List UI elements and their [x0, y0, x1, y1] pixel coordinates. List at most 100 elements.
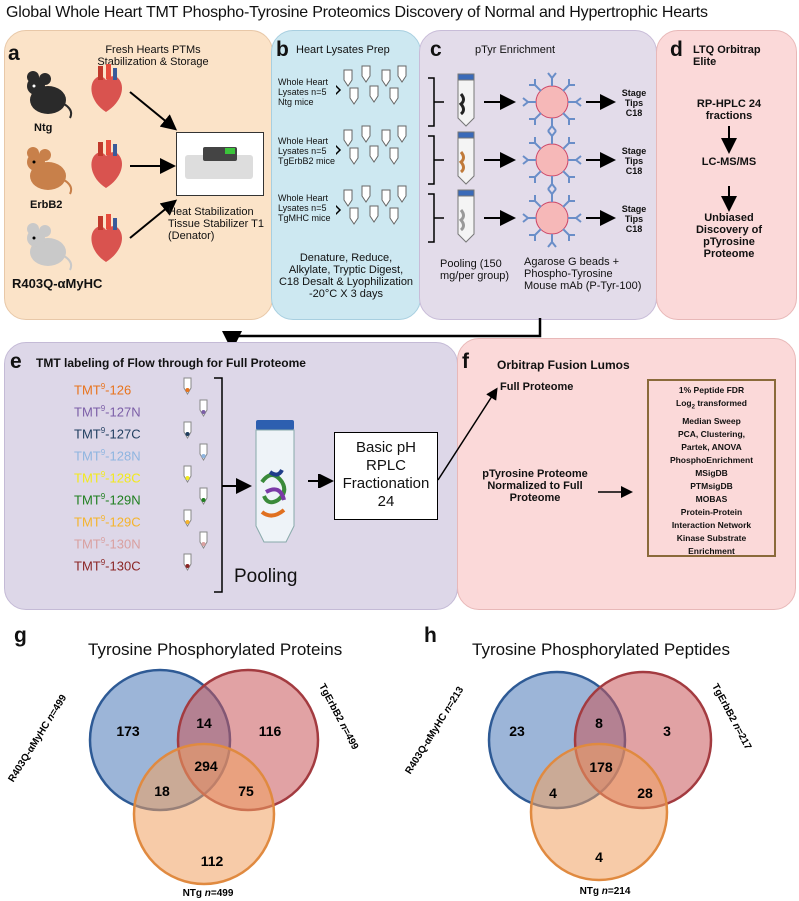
analysis-item: 1% Peptide FDR: [678, 385, 745, 395]
analysis-item: Protein-Protein: [680, 506, 743, 517]
panel-a-heading: Fresh Hearts PTMs Stabilization & Storag…: [97, 44, 209, 68]
mouse-ntg-icon: [27, 71, 73, 119]
panel-b-heading: Heart Lysates Prep: [296, 44, 390, 56]
venn-set-label: NTg n=214: [580, 886, 631, 897]
venn-count: 4: [595, 849, 603, 865]
mouse-r403q-icon: [27, 223, 73, 271]
venn-circle: [529, 742, 669, 882]
tmt-label: TMT9-130C: [74, 558, 141, 574]
lysate-group-mhc: Whole Heart Lysates n=5 TgMHC mice: [278, 193, 331, 223]
venn-count: 173: [116, 723, 140, 739]
venn-circle: [132, 742, 276, 886]
analysis-item: PhosphoEnrichment: [669, 454, 754, 465]
tmt-label: TMT9-127N: [74, 404, 141, 420]
venn-count: 23: [509, 723, 525, 739]
venn-count: 18: [154, 783, 170, 799]
tmt-label: TMT9-129C: [74, 514, 141, 530]
venn-set-label: TgErbB2 n=217: [709, 682, 753, 752]
tmt-bracket-and-tube: [214, 377, 295, 593]
arrow-to-fractionation: [308, 474, 334, 488]
venn-count: 8: [595, 715, 603, 731]
heart-icon-1: [91, 64, 122, 112]
venn-peptides: 23 3 4 8 4 28 178 R403Q-αMyHC n=213 TgErbB2 n=21…: [403, 670, 753, 897]
tmt-tubes: [183, 377, 208, 571]
analysis-item: PCA, Clustering,: [677, 428, 746, 439]
tmt-label: TMT9-128C: [74, 470, 141, 486]
analysis-item: Partek, ANOVA: [681, 441, 742, 452]
analysis-item: Kinase Substrate: [676, 532, 747, 543]
analysis-item: Interaction Network: [671, 519, 752, 530]
venn-count: 4: [549, 785, 557, 801]
venn-count: 14: [196, 715, 212, 731]
tmt-label: TMT9-128N: [74, 448, 141, 464]
venn-set-label: R403Q-αMyHC n=213: [403, 685, 466, 777]
panel-d-arrows: [721, 126, 737, 212]
tmt-label: TMT9-126: [74, 382, 132, 398]
venn-count: 178: [589, 759, 613, 775]
panel-f-full-proteome: Full Proteome: [500, 381, 574, 393]
lysate-group-erbb2: Whole Heart Lysates n=5 TgErbB2 mice: [278, 136, 336, 166]
panel-d-step-3: Unbiased Discovery of pTyrosine Proteome: [695, 212, 763, 260]
heart-icon-2: [91, 140, 122, 188]
connector-c-to-e: [222, 318, 542, 351]
panel-a-letter: a: [8, 42, 20, 65]
lysate-group-ntg: Whole Heart Lysates n=5 Ntg mice: [278, 77, 329, 107]
venn-count: 294: [194, 758, 218, 774]
panel-c-heading: pTyr Enrichment: [475, 44, 556, 56]
mouse-erbb2-icon: [27, 147, 73, 195]
panel-b-letter: b: [276, 38, 289, 61]
panel-a-arrows: [129, 91, 178, 239]
panel-e-letter: e: [10, 350, 22, 373]
venn-set-label: TgErbB2 n=499: [316, 682, 360, 752]
venn-set-label: R403Q-αMyHC n=499: [6, 693, 69, 785]
figure-title: Global Whole Heart TMT Phospho-Tyrosine …: [6, 4, 708, 21]
panel-f-arrows: [438, 387, 633, 498]
heart-icon-3: [91, 214, 122, 262]
beads-label: Agarose G beads + Phospho-Tyrosine Mouse…: [524, 256, 642, 292]
pooling-label: Pooling (150 mg/per group): [440, 258, 510, 282]
panel-e-pooling: Pooling: [234, 566, 298, 587]
stage-tips-2: Stage Tips C18: [621, 146, 647, 176]
panel-d: [656, 30, 797, 320]
stage-tips-3: Stage Tips C18: [621, 204, 647, 234]
panel-h-letter: h: [424, 624, 437, 647]
tmt-label: TMT9-130N: [74, 536, 141, 552]
panel-h-title: Tyrosine Phosphorylated Peptides: [472, 640, 730, 659]
panel-f-ptyr: pTyrosine Proteome Normalized to Full Pr…: [482, 468, 588, 504]
mouse-label-erbb2: ErbB2: [30, 199, 63, 211]
panel-c-letter: c: [430, 38, 442, 61]
panel-d-instrument: LTQ Orbitrap Elite: [693, 44, 761, 68]
tmt-label: TMT9-129N: [74, 492, 141, 508]
panel-b-steps: Denature, Reduce, Alkylate, Tryptic Dige…: [278, 252, 414, 300]
venn-count: 112: [201, 853, 224, 869]
fractionation-box: Basic pH RPLC Fractionation 24: [334, 432, 438, 520]
analysis-item: Log2 transformed: [676, 398, 747, 411]
mouse-label-ntg: Ntg: [34, 122, 53, 134]
analysis-item: MOBAS: [695, 493, 728, 504]
venn-set-label: NTg n=499: [183, 888, 234, 899]
panel-g-letter: g: [14, 624, 27, 647]
analysis-item: Enrichment: [688, 545, 735, 556]
analysis-item: PTMsigDB: [690, 480, 733, 491]
panel-g-title: Tyrosine Phosphorylated Proteins: [88, 640, 343, 659]
stage-tips-1: Stage Tips C18: [621, 88, 647, 118]
tissue-stabilizer-device: [176, 132, 264, 196]
panel-c-diagram: [428, 72, 616, 248]
mouse-label-r403q: R403Q-αMyHC: [12, 276, 103, 291]
tmt-label: TMT9-127C: [74, 426, 141, 442]
venn-count: 28: [637, 785, 653, 801]
panel-b-tubes: [336, 65, 407, 225]
panel-d-step-1: RP-HPLC 24 fractions: [696, 98, 762, 122]
panel-e-heading: TMT labeling of Flow through for Full Pr…: [36, 356, 306, 370]
venn-count: 3: [663, 723, 671, 739]
device-caption: Heat Stabilization Tissue Stabilizer T1 …: [168, 206, 264, 242]
venn-count: 116: [259, 723, 282, 739]
panel-f-letter: f: [462, 350, 469, 373]
panel-d-step-2: LC-MS/MS: [701, 156, 757, 168]
panel-f-instrument: Orbitrap Fusion Lumos: [497, 358, 630, 372]
venn-count: 75: [238, 783, 254, 799]
analysis-item: Median Sweep: [682, 415, 741, 426]
